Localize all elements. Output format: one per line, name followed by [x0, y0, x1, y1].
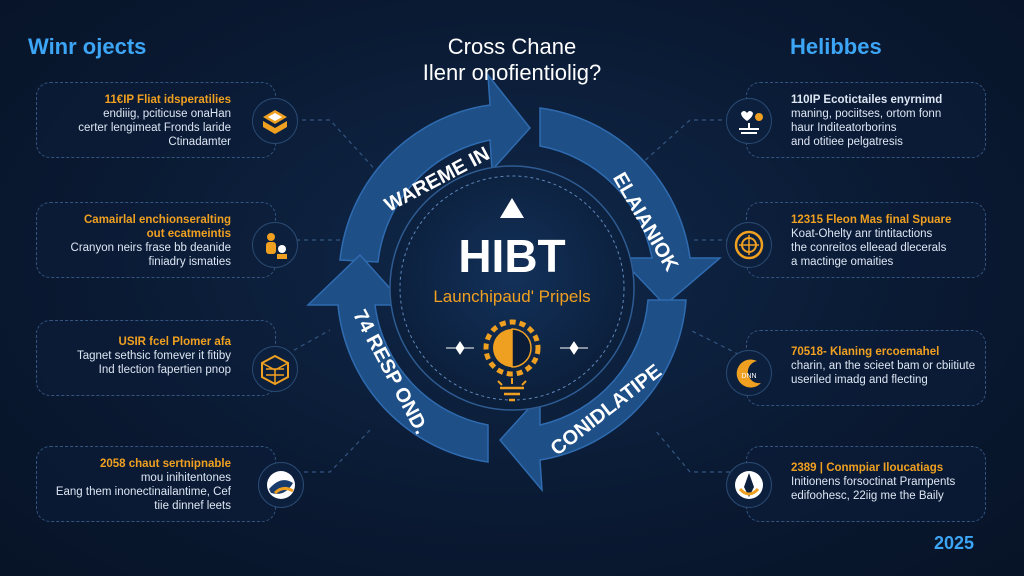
card-line: Tagnet sethsic fomever it fitiby	[76, 350, 231, 362]
card-line: and otitiee pelgatresis	[791, 136, 903, 148]
up-arrow-icon	[500, 198, 524, 218]
compass-icon	[726, 462, 772, 508]
gear-bulb-icon	[483, 319, 541, 402]
card-line: Initionens forsoctinat Prampents	[791, 476, 956, 488]
title-line-1: Cross Chane	[447, 34, 577, 59]
card-line: the conreitos elleead dlecerals	[791, 242, 947, 254]
year-label: 2025	[934, 533, 975, 553]
card-line: 12315 Fleon Mas final Spuare	[791, 214, 952, 226]
right-header: Helibbes	[790, 34, 882, 59]
card-line: Ind tlection fapertien pnop	[98, 364, 231, 376]
right-card-1: 110IP Ecotictailes enyrnimd maning, poci…	[746, 82, 986, 158]
card-line: useriled imadg and flecting	[791, 374, 928, 386]
card-line: finiadry ismaties	[148, 256, 231, 268]
sparkle-left-icon	[446, 341, 474, 355]
people-coins-icon	[252, 222, 298, 268]
card-line: mou inihitentones	[140, 472, 231, 484]
card-line: a mactinge omaities	[791, 256, 894, 268]
card-line: Cranyon neirs frase bb deanide	[70, 242, 231, 254]
card-line: 2058 chaut sertnipnable	[99, 458, 231, 470]
target-coin-icon	[726, 222, 772, 268]
card-line: Ctinadamter	[168, 136, 231, 148]
card-line: USIR fcel Plomer afa	[118, 336, 231, 348]
right-card-2: 12315 Fleon Mas final Spuare Koat-Ohelty…	[746, 202, 986, 278]
card-line: out ecatmeintis	[146, 228, 231, 240]
sparkle-right-icon	[560, 341, 588, 355]
card-line: 11€IP Fliat idsperatilies	[104, 94, 231, 106]
center-subtitle: Launchipaud' Pripels	[433, 287, 590, 306]
left-card-2: Camairlal enchionseralting out ecatmeint…	[36, 202, 276, 278]
card-line: Camairlal enchionseralting	[84, 214, 231, 226]
card-line: 70518- Klaning ercoemahel	[791, 346, 940, 358]
left-card-4: 2058 chaut sertnipnable mou inihitentone…	[36, 446, 276, 522]
card-line: 110IP Ecotictailes enyrnimd	[791, 94, 943, 106]
card-line: 2389 | Conmpiar Iloucatiags	[791, 462, 944, 474]
svg-text:DNN: DNN	[741, 373, 756, 380]
cube-icon	[252, 346, 298, 392]
left-header: Winr ojects	[28, 34, 147, 59]
arrow-bottom	[499, 299, 687, 493]
card-line: tiie dinnef leets	[154, 500, 231, 512]
card-line: edifoohesc, 22iig me the Baily	[791, 490, 944, 502]
heart-scale-icon	[726, 98, 772, 144]
stack-box-icon	[252, 98, 298, 144]
card-line: haur Inditeatorborins	[791, 122, 897, 134]
card-line: maning, pociitses, ortom fonn	[791, 108, 942, 120]
globe-icon	[258, 462, 304, 508]
arrow-left	[306, 253, 489, 463]
crescent-icon: DNN	[726, 350, 772, 396]
card-line: charin, an the scieet bam or cbiitiute	[791, 360, 976, 372]
main-title: Cross Chane Ilenr onofientiolig?	[0, 34, 1024, 86]
arrow-top	[339, 72, 531, 263]
card-line: certer lengimeat Fronds laride	[78, 122, 231, 134]
right-card-3: 70518- Klaning ercoemahel charin, an the…	[746, 330, 986, 406]
arrow-right	[539, 107, 723, 307]
left-card-1: 11€IP Fliat idsperatilies endiiig, pciti…	[36, 82, 276, 158]
left-card-3: USIR fcel Plomer afa Tagnet sethsic fome…	[36, 320, 276, 396]
card-line: Koat-Ohelty anr tintitactions	[791, 228, 933, 240]
title-line-2: Ilenr onofientiolig?	[422, 60, 602, 85]
right-card-4: 2389 | Conmpiar Iloucatiags Initionens f…	[746, 446, 986, 522]
card-line: Eang them inonectinailantime, Cef	[55, 486, 231, 498]
center-title: HIBT	[458, 230, 565, 282]
card-line: endiiig, pciticuse onaHan	[103, 108, 231, 120]
